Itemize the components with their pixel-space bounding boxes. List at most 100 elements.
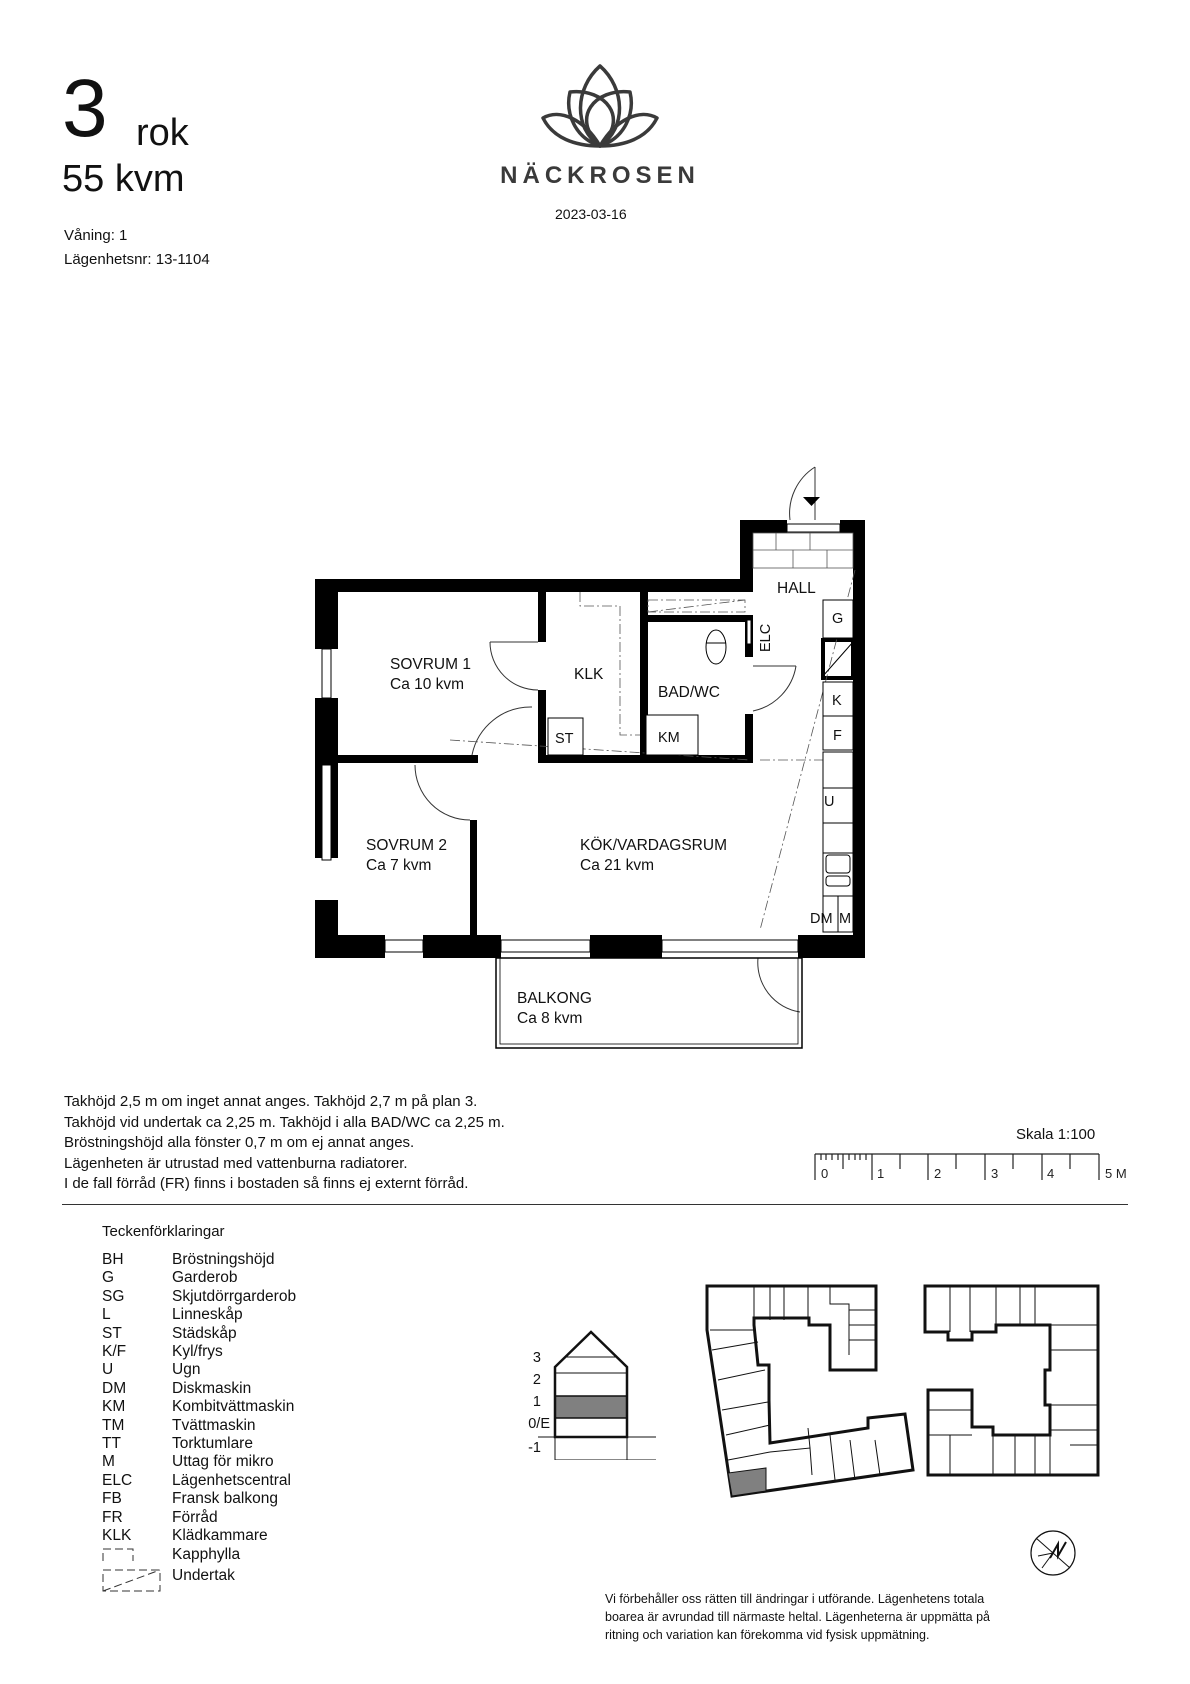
legend-title: Teckenförklaringar	[102, 1223, 225, 1240]
apartment-number: Lägenhetsnr: 13-1104	[64, 251, 210, 268]
legend-desc: Kombitvättmaskin	[172, 1398, 295, 1416]
legend-item: FB Fransk balkong	[102, 1490, 296, 1508]
room-name-kok: KÖK/VARDAGSRUM	[580, 836, 727, 854]
legend-desc: Undertak	[172, 1566, 235, 1584]
room-area-sovrum1: Ca 10 kvm	[390, 676, 464, 693]
legend-desc: Klädkammare	[172, 1527, 268, 1545]
floor-label-3: 3	[533, 1350, 541, 1366]
legend-desc: Diskmaskin	[172, 1379, 252, 1397]
room-name-sovrum2: SOVRUM 2	[366, 837, 447, 854]
legend-desc: Lägenhetscentral	[172, 1471, 291, 1489]
legend-desc: Städskåp	[172, 1324, 237, 1342]
floor-label-0E: 0/E	[528, 1416, 550, 1432]
legend-desc: Tvättmaskin	[172, 1416, 256, 1434]
apartment-area: 55 kvm	[62, 158, 185, 200]
north-arrow-icon	[1030, 1530, 1076, 1576]
fixture-dm: DM	[810, 911, 833, 927]
note-line: Takhöjd vid undertak ca 2,25 m. Takhöjd …	[64, 1113, 505, 1131]
floor-label-minus1: -1	[528, 1440, 541, 1456]
scale-bar: 0 1 2 3 4 5 M	[814, 1153, 1127, 1181]
legend-abbr: BH	[102, 1251, 124, 1268]
plan-date: 2023-03-16	[555, 206, 627, 222]
room-area-sovrum2: Ca 7 kvm	[366, 857, 431, 874]
legend-abbr: KM	[102, 1398, 126, 1416]
legend-abbr: K/F	[102, 1343, 127, 1361]
legend-item: ELC Lägenhetscentral	[102, 1472, 296, 1490]
legend-item: L Linneskåp	[102, 1306, 296, 1324]
fixture-g: G	[832, 611, 843, 627]
legend-desc: Kyl/frys	[172, 1343, 223, 1361]
room-name-sovrum1: SOVRUM 1	[390, 656, 471, 673]
fixture-u: U	[824, 794, 834, 810]
floor-label-2: 2	[533, 1372, 541, 1388]
note-line: Takhöjd 2,5 m om inget annat anges. Takh…	[64, 1093, 478, 1110]
lotus-icon	[541, 64, 659, 148]
legend-item: Undertak	[102, 1567, 296, 1598]
legend-abbr: M	[102, 1453, 115, 1471]
legend-desc: Förråd	[172, 1508, 218, 1526]
scale-label: Skala 1:100	[1016, 1126, 1096, 1143]
note-line: Lägenheten är utrustad med vattenburna r…	[64, 1154, 408, 1172]
brand-name: NÄCKROSEN	[500, 162, 700, 189]
brand-logo: NÄCKROSEN	[490, 58, 710, 190]
legend-abbr: TM	[102, 1416, 125, 1434]
legend-abbr: L	[102, 1306, 111, 1324]
building-stack-diagram: 3 2 1 0/E -1	[528, 1330, 656, 1460]
legend-item: TM Tvättmaskin	[102, 1417, 296, 1435]
rooms-count: 3	[62, 63, 108, 154]
general-notes: Takhöjd 2,5 m om inget annat anges. Takh…	[64, 1092, 505, 1195]
room-name-balkong: BALKONG	[517, 990, 592, 1007]
legend-item: K/F Kyl/frys	[102, 1343, 296, 1361]
legend-abbr: ELC	[102, 1471, 133, 1489]
legend-abbr: FB	[102, 1490, 122, 1508]
fixture-elc: ELC	[758, 624, 774, 652]
site-plan	[705, 1284, 1100, 1498]
legend-desc: Uttag för mikro	[172, 1453, 274, 1471]
room-name-klk: KLK	[574, 666, 604, 683]
legend-item: BH Bröstningshöjd	[102, 1251, 296, 1269]
walls	[315, 520, 865, 958]
disclaimer-line: Vi förbehåller oss rätten till ändringar…	[605, 1592, 985, 1606]
room-area-kok: Ca 21 kvm	[580, 857, 654, 874]
legend-desc: Bröstningshöjd	[172, 1251, 275, 1268]
legend-desc: Linneskåp	[172, 1306, 243, 1324]
entrance-arrow-icon	[803, 497, 820, 506]
room-name-hall: HALL	[777, 580, 816, 597]
legend-item: KLK Klädkammare	[102, 1527, 296, 1545]
legend-abbr: U	[102, 1361, 114, 1379]
scale-tick-0: 0	[821, 1166, 828, 1181]
legend-item: DM Diskmaskin	[102, 1380, 296, 1398]
legend-desc: Garderob	[172, 1269, 238, 1287]
legend-item: G Garderob	[102, 1269, 296, 1287]
note-line: I de fall förråd (FR) finns i bostaden s…	[64, 1175, 469, 1192]
floor-plan: SOVRUM 1 Ca 10 kvm KLK BAD/WC HALL SOVRU…	[315, 466, 865, 1049]
legend-abbr: KLK	[102, 1527, 132, 1545]
rooms-unit: rok	[136, 112, 189, 154]
fixture-k: K	[832, 693, 842, 709]
disclaimer-line: boarea är avrundad till närmaste heltal.…	[605, 1610, 990, 1624]
room-name-bad: BAD/WC	[658, 684, 720, 701]
windows	[321, 523, 841, 953]
legend-abbr: DM	[102, 1379, 127, 1397]
room-area-balkong: Ca 8 kvm	[517, 1010, 582, 1027]
fixture-m: M	[839, 911, 851, 927]
scale-tick-2: 2	[934, 1166, 941, 1181]
undertak-symbol	[102, 1567, 172, 1598]
legend-desc: Fransk balkong	[172, 1490, 278, 1508]
note-line: Bröstningshöjd alla fönster 0,7 m om ej …	[64, 1134, 415, 1151]
disclaimer-line: ritning och variation kan förekomma vid …	[605, 1628, 930, 1642]
floor-info: Våning: 1	[64, 227, 128, 244]
legend-abbr: G	[102, 1269, 115, 1287]
legend-item: M Uttag för mikro	[102, 1453, 296, 1471]
disclaimer: Vi förbehåller oss rätten till ändringar…	[605, 1590, 1075, 1644]
legend-desc: Kapphylla	[172, 1545, 241, 1563]
doors	[414, 466, 816, 1013]
fixture-f: F	[833, 728, 842, 744]
toilet-icon	[705, 629, 727, 665]
scale-tick-5: 5 M	[1105, 1166, 1127, 1181]
